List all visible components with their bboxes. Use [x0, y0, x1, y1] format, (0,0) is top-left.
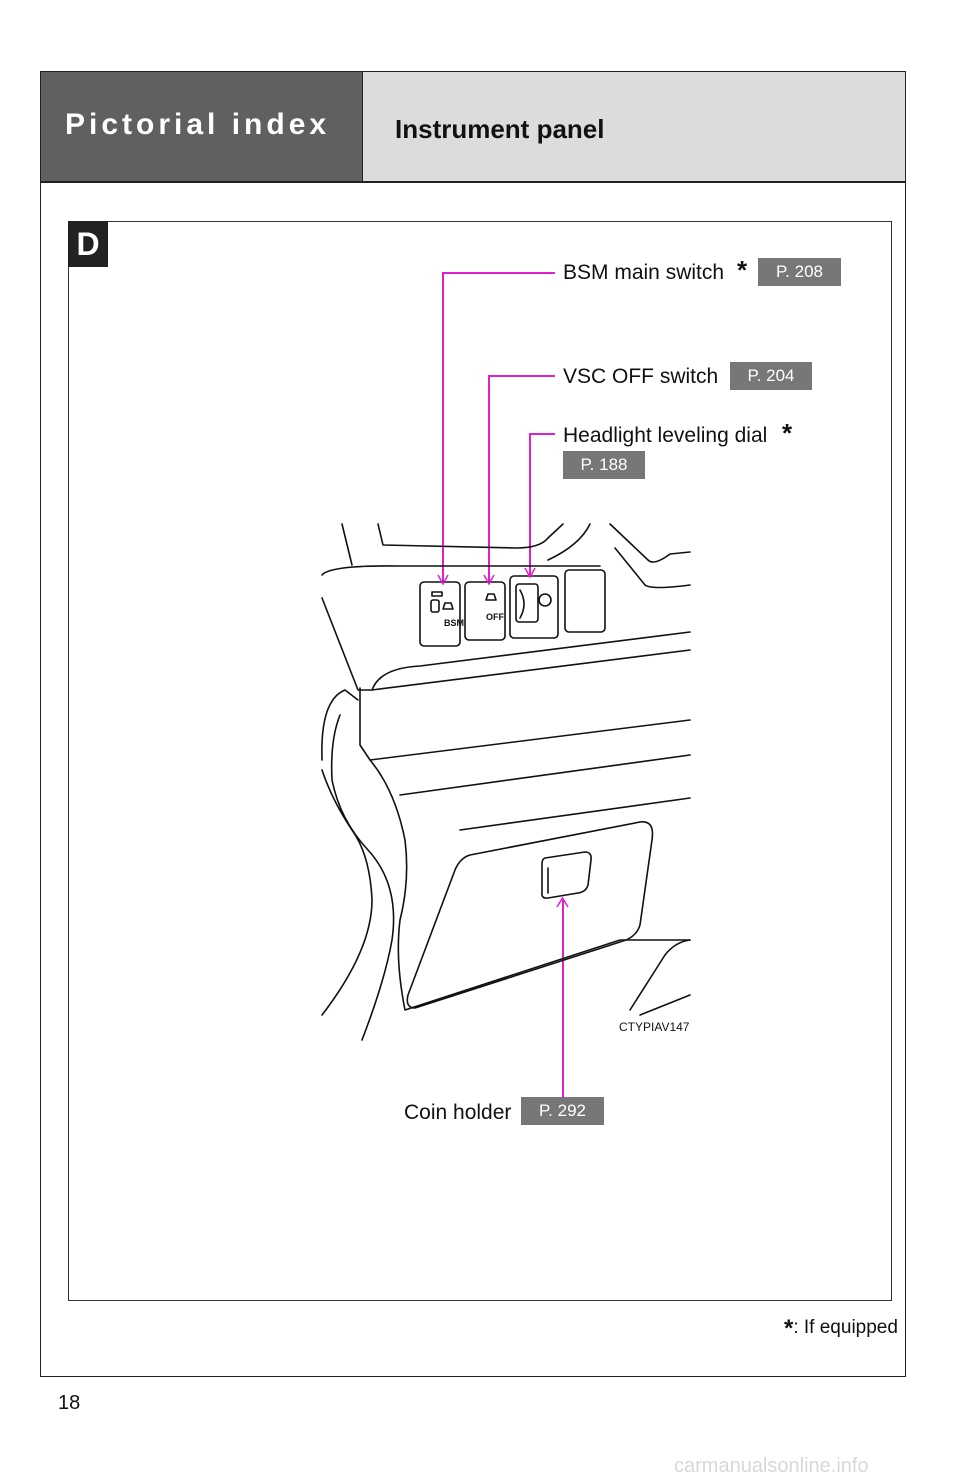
headlight-asterisk: *: [782, 418, 793, 448]
coin-page-ref[interactable]: P. 292: [521, 1097, 604, 1125]
vsc-switch-label: VSC OFF switch: [563, 365, 719, 388]
headlight-page-ref[interactable]: P. 188: [563, 451, 645, 479]
bsm-leader-h: [442, 272, 555, 274]
headlight-leader-v: [529, 433, 531, 575]
bsm-page-ref[interactable]: P. 208: [758, 258, 841, 286]
page-header: Instrument panel: [362, 72, 905, 181]
bsm-leader-v: [442, 272, 444, 582]
section-tab: Pictorial index: [41, 72, 362, 181]
header-divider: [41, 181, 905, 183]
panel-letter: D: [68, 221, 108, 267]
footnote: *: If equipped: [784, 1312, 898, 1342]
coin-holder-label: Coin holder: [404, 1101, 512, 1124]
section-title: Pictorial index: [65, 108, 331, 141]
page-title: Instrument panel: [395, 114, 605, 144]
footnote-text: : If equipped: [793, 1317, 898, 1338]
bsm-switch-label: BSM main switch: [563, 261, 725, 284]
bsm-switch-text: BSM: [444, 618, 464, 628]
headlight-leader-h: [529, 433, 555, 435]
headlight-dial-label: Headlight leveling dial: [563, 424, 768, 447]
page-number: 18: [58, 1392, 81, 1414]
vsc-leader-h: [488, 375, 555, 377]
vsc-page-ref[interactable]: P. 204: [730, 362, 812, 390]
coin-leader-v: [562, 900, 564, 1098]
vsc-leader-v: [488, 375, 490, 582]
page-frame: [40, 71, 906, 1377]
watermark: carmanualsonline.info: [674, 1455, 869, 1477]
vsc-switch-text: OFF: [486, 612, 504, 622]
figure-box: [68, 221, 892, 1301]
bsm-asterisk: *: [737, 255, 748, 285]
illustration-code: CTYPIAV147: [619, 1020, 690, 1034]
footnote-asterisk: *: [784, 1315, 794, 1342]
